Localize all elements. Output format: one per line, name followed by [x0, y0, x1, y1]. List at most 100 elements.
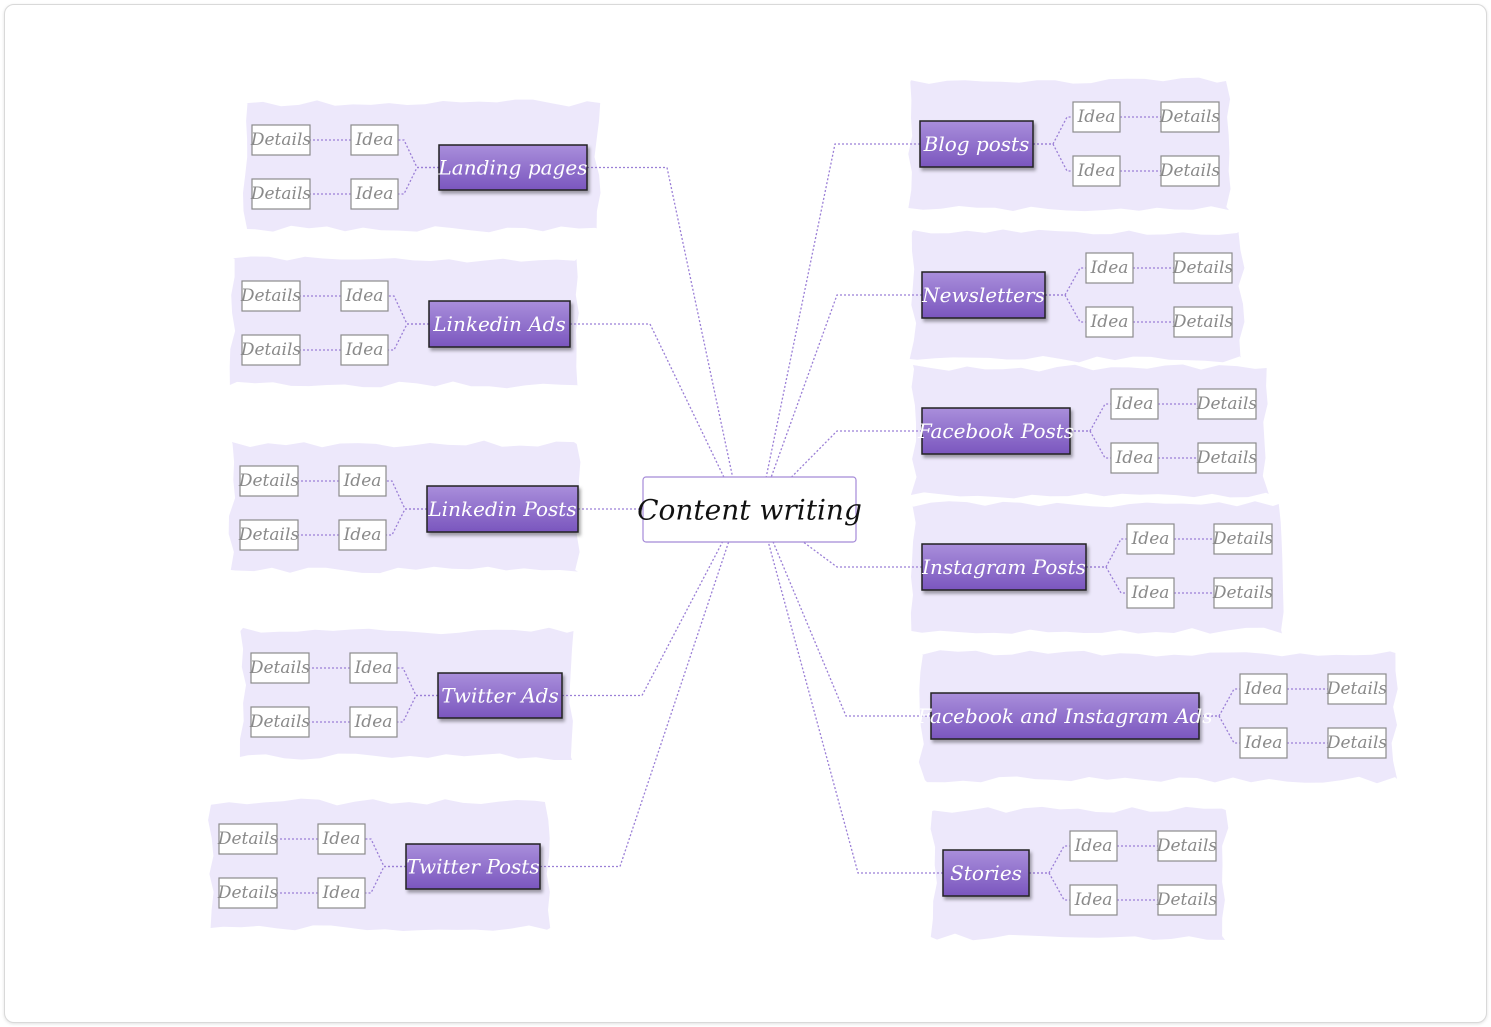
leaf-connector [388, 323, 429, 351]
idea-node-box [1085, 306, 1134, 338]
branch-topic-label: Newsletters [921, 283, 1045, 307]
details-node[interactable]: Details [217, 877, 279, 909]
idea-node[interactable]: Idea [340, 280, 389, 312]
details-node[interactable]: Details [1196, 442, 1258, 474]
branch-topic-box [426, 485, 579, 533]
idea-node-label: Idea [1115, 394, 1154, 414]
central-topic[interactable]: Content writing [637, 476, 862, 543]
idea-node[interactable]: Idea [317, 823, 366, 855]
branch-region [930, 806, 1229, 941]
branch-topic[interactable]: Instagram Posts [921, 543, 1087, 591]
idea-node-label: Idea [1244, 733, 1283, 753]
idea-node-box [349, 652, 398, 684]
details-node[interactable]: Details [1156, 884, 1218, 916]
idea-node[interactable]: Idea [1072, 101, 1121, 133]
idea-node[interactable]: Idea [1085, 252, 1134, 284]
idea-node-label: Idea [322, 883, 361, 903]
idea-node[interactable]: Idea [1126, 577, 1175, 609]
details-node[interactable]: Details [1212, 577, 1274, 609]
idea-node[interactable]: Idea [1239, 727, 1288, 759]
idea-node[interactable]: Idea [1069, 830, 1118, 862]
idea-node[interactable]: Idea [338, 465, 387, 497]
branch-topic-box [942, 849, 1030, 897]
details-node-box [1157, 830, 1217, 862]
details-node-box [241, 280, 301, 312]
branch-region [243, 99, 601, 233]
details-node-label: Details [1212, 529, 1274, 549]
branch-topic[interactable]: Twitter Posts [405, 843, 541, 890]
branch-topic[interactable]: Blog posts [919, 120, 1034, 168]
branch-connector [758, 509, 931, 717]
idea-node[interactable]: Idea [349, 706, 398, 738]
details-node[interactable]: Details [1159, 101, 1221, 133]
idea-node-box [350, 124, 399, 156]
branch-topic[interactable]: Linkedin Posts [426, 485, 579, 533]
branch-topic-label: Stories [950, 861, 1022, 885]
idea-node[interactable]: Idea [338, 519, 387, 551]
idea-node[interactable]: Idea [349, 652, 398, 684]
branch-topic[interactable]: Landing pages [438, 144, 588, 191]
idea-node-label: Idea [1074, 890, 1113, 910]
details-node[interactable]: Details [249, 652, 311, 684]
details-node[interactable]: Details [240, 334, 302, 366]
idea-node[interactable]: Idea [1110, 442, 1159, 474]
leaf-connector [1070, 430, 1111, 459]
branch-topic-label: Blog posts [923, 132, 1030, 156]
details-node[interactable]: Details [250, 124, 312, 156]
idea-node[interactable]: Idea [340, 334, 389, 366]
idea-node[interactable]: Idea [1085, 306, 1134, 338]
branch-topic[interactable]: Facebook and Instagram Ads [917, 692, 1213, 740]
branch-topic[interactable]: Linkedin Ads [428, 300, 571, 348]
branch-connector [758, 143, 920, 510]
details-node[interactable]: Details [1326, 673, 1388, 705]
details-node[interactable]: Details [1159, 155, 1221, 187]
idea-node[interactable]: Idea [317, 877, 366, 909]
details-node-box [250, 706, 310, 738]
details-node[interactable]: Details [249, 706, 311, 738]
idea-node[interactable]: Idea [1069, 884, 1118, 916]
idea-node-box [317, 877, 366, 909]
idea-node[interactable]: Idea [1110, 388, 1159, 420]
idea-node-box [340, 280, 389, 312]
details-node[interactable]: Details [250, 178, 312, 210]
details-node[interactable]: Details [1172, 252, 1234, 284]
idea-node[interactable]: Idea [350, 124, 399, 156]
details-node-label: Details [250, 130, 312, 150]
branch-region [239, 627, 574, 760]
idea-node-label: Idea [1244, 679, 1283, 699]
branch-region [910, 501, 1284, 634]
details-node-label: Details [1159, 161, 1221, 181]
details-node[interactable]: Details [1212, 523, 1274, 555]
idea-node[interactable]: Idea [1239, 673, 1288, 705]
branch-connector [758, 509, 943, 874]
details-node-label: Details [217, 883, 279, 903]
details-node-label: Details [1326, 733, 1388, 753]
idea-node[interactable]: Idea [350, 178, 399, 210]
details-node[interactable]: Details [1326, 727, 1388, 759]
branch-topic-label: Twitter Ads [441, 684, 558, 708]
details-node[interactable]: Details [238, 465, 300, 497]
details-node[interactable]: Details [1156, 830, 1218, 862]
leaf-connector [365, 865, 406, 894]
details-node-box [1327, 727, 1387, 759]
details-node[interactable]: Details [240, 280, 302, 312]
idea-node-label: Idea [1131, 529, 1170, 549]
details-node-box [239, 519, 299, 551]
details-node[interactable]: Details [238, 519, 300, 551]
details-node[interactable]: Details [217, 823, 279, 855]
details-node-box [239, 465, 299, 497]
branch-topic[interactable]: Stories [942, 849, 1030, 897]
idea-node-label: Idea [1077, 107, 1116, 127]
details-node[interactable]: Details [1172, 306, 1234, 338]
idea-node[interactable]: Idea [1126, 523, 1175, 555]
details-node[interactable]: Details [1196, 388, 1258, 420]
branch-topic-box [405, 843, 541, 890]
details-node-label: Details [249, 712, 311, 732]
branch-topic[interactable]: Newsletters [921, 271, 1046, 319]
branch-topic[interactable]: Facebook Posts [917, 407, 1074, 455]
details-node-box [1213, 577, 1273, 609]
branch-topic[interactable]: Twitter Ads [437, 672, 563, 719]
idea-node[interactable]: Idea [1072, 155, 1121, 187]
